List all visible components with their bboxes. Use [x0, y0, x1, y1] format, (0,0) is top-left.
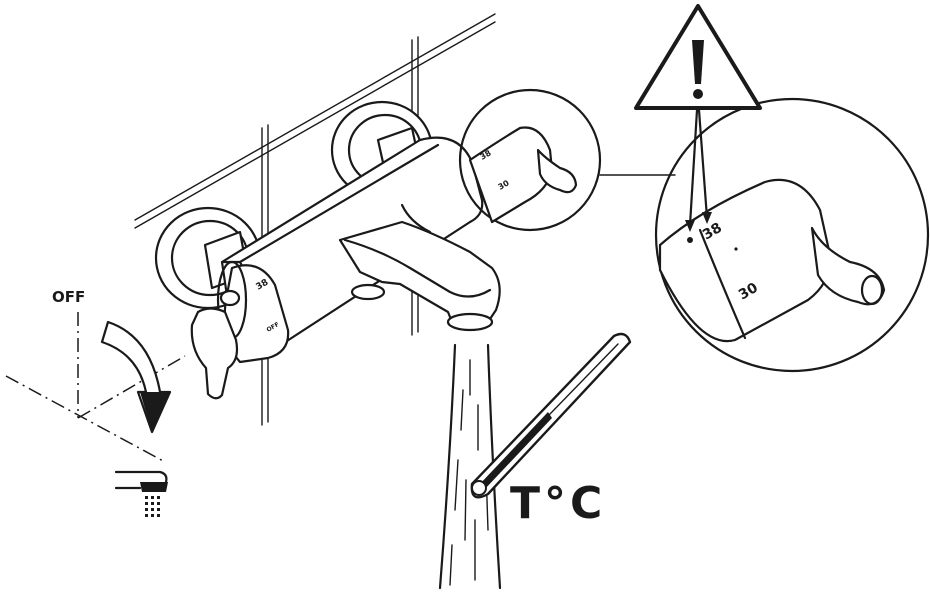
warning-triangle-icon: [634, 4, 762, 232]
spout: [338, 203, 501, 332]
off-label: OFF: [52, 288, 85, 306]
small-detail-circle: 38 30: [458, 88, 676, 232]
off-rotation-indicator: OFF: [5, 288, 186, 463]
zoom-detail-circle: 38 30: [654, 97, 930, 373]
thermometer-icon: [470, 332, 632, 499]
temperature-label: T°C: [510, 478, 606, 529]
handshower-icon: [114, 470, 168, 517]
diverter-lever: [190, 289, 241, 400]
